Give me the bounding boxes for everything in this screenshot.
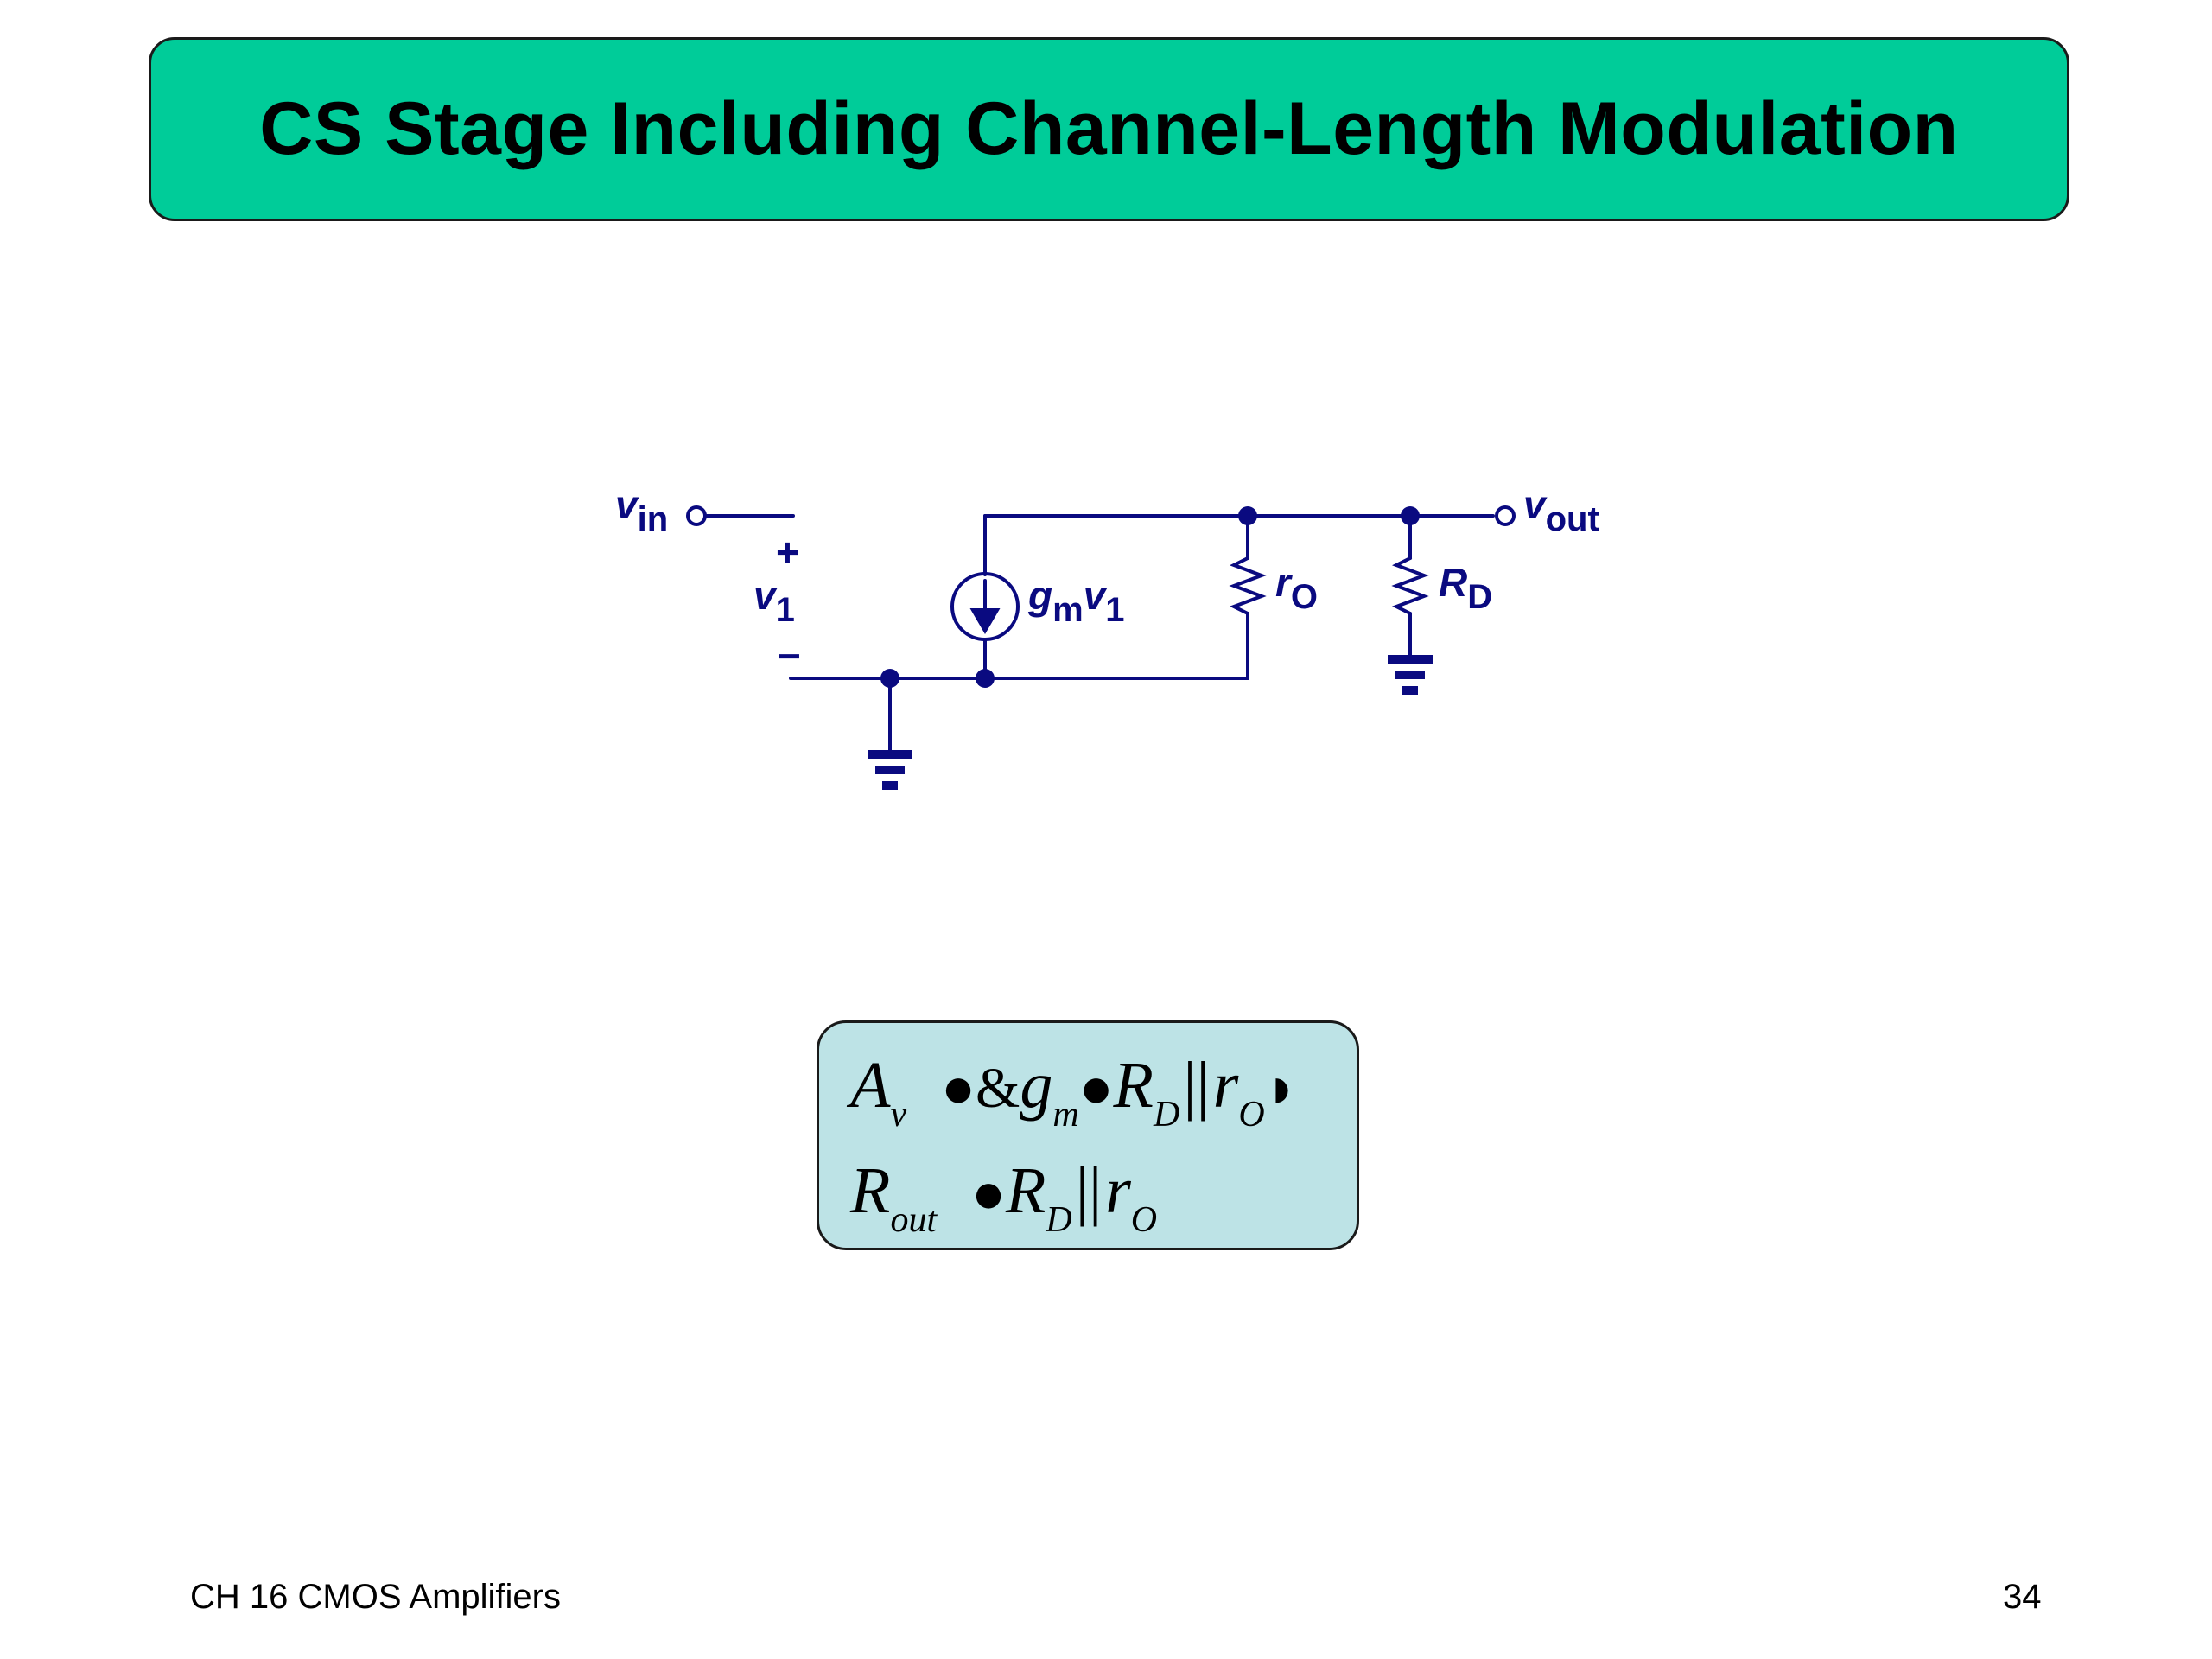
footer-chapter: CH 16 CMOS Amplifiers [190,1578,561,1616]
minus-sign: − [778,633,801,678]
current-arrow-head [969,608,1001,634]
junction-dot [1238,506,1257,525]
rd-label: RD [1439,560,1492,616]
vin-label: vin [615,482,668,538]
ground-symbol-left [868,750,912,790]
vin-terminal [686,505,707,526]
gm-v1-label: gmv1 [1027,573,1125,629]
ro-label: rO [1275,560,1318,616]
rd-resistor [1391,556,1429,615]
plus-sign: + [776,530,799,575]
junction-dot [1401,506,1420,525]
output-resistance-formula: Rout ●RD || rO [850,1154,1158,1240]
junction-dot [880,669,899,688]
gain-formula: Av ●&gm●RD || rO◗ [850,1049,1300,1135]
vout-label: vout [1523,482,1599,538]
ground-symbol-rd [1388,655,1433,695]
ro-resistor [1229,556,1267,615]
v1-label: v1 [753,573,795,629]
slide-title: CS Stage Including Channel-Length Modula… [259,87,1959,170]
vout-terminal [1495,505,1516,526]
page-number: 34 [2003,1578,2042,1616]
junction-dot [976,669,995,688]
slide-title-bar: CS Stage Including Channel-Length Modula… [149,37,2069,221]
formula-box: Av ●&gm●RD || rO◗ Rout ●RD || rO [817,1020,1359,1250]
current-source [950,572,1020,641]
